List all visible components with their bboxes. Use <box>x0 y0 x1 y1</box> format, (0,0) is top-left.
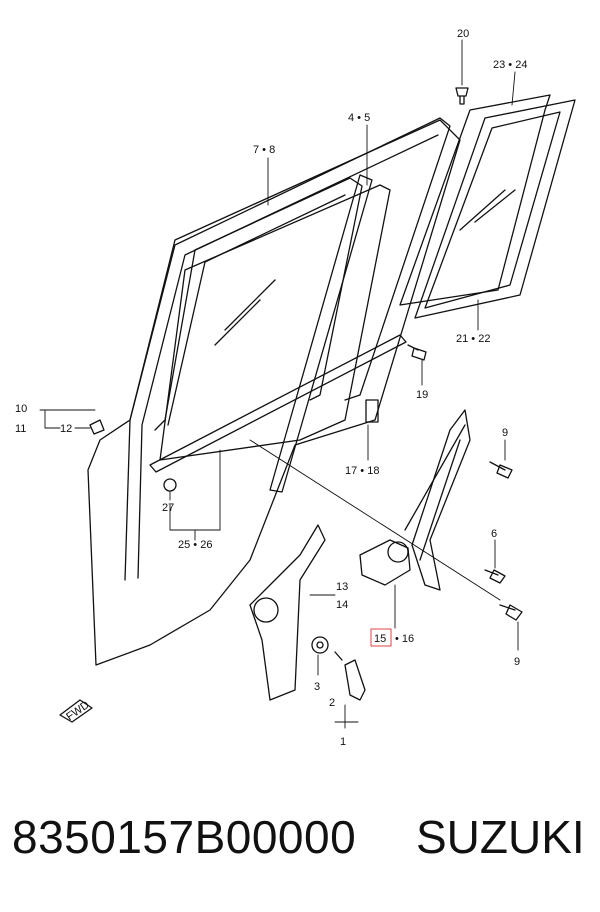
exploded-parts-diagram: 20 23 • 24 4 • 5 7 • 8 21 • 22 19 10 11 … <box>15 28 576 748</box>
bolt-9a <box>489 461 513 479</box>
label-16: • 16 <box>395 633 414 645</box>
bolt-20 <box>455 87 469 105</box>
label-13: 13 <box>336 581 348 593</box>
washer-3 <box>311 636 329 654</box>
manual-regulator <box>249 524 326 701</box>
regulator-arm <box>404 424 466 531</box>
label-9-top: 9 <box>502 427 508 439</box>
clip-27 <box>163 478 177 492</box>
fwd-arrow-shape <box>59 699 93 723</box>
bolt-9b <box>499 604 523 621</box>
label-3: 3 <box>314 681 320 693</box>
highlight-box-15 <box>370 628 392 647</box>
regulator-motor <box>359 539 411 586</box>
bolt-19 <box>407 344 427 361</box>
label-11: 11 <box>15 423 26 435</box>
divider-bracket <box>365 399 379 423</box>
label-12: 12 <box>60 423 72 435</box>
washer-3-inner <box>316 641 324 649</box>
door-glass <box>159 184 391 461</box>
quarter-reflection-1 <box>459 189 506 231</box>
footer: 8350157B00000 SUZUKI <box>0 800 600 890</box>
belt-weatherstrip <box>149 334 407 473</box>
brand-name: SUZUKI <box>416 811 585 863</box>
label-7-8: 7 • 8 <box>253 144 275 156</box>
label-17-18: 17 • 18 <box>345 465 379 477</box>
door-sash-outer <box>124 117 451 581</box>
label-4-5: 4 • 5 <box>348 112 370 124</box>
label-6: 6 <box>491 528 497 540</box>
regulator-arm-2 <box>419 439 461 561</box>
motor-gear <box>387 541 409 563</box>
label-27: 27 <box>162 502 174 514</box>
label-9-bottom: 9 <box>514 656 520 668</box>
label-25-26: 25 • 26 <box>178 539 212 551</box>
label-20: 20 <box>457 28 469 40</box>
label-21-22: 21 • 22 <box>456 333 490 345</box>
label-14: 14 <box>336 599 348 611</box>
bolt-6 <box>484 569 506 584</box>
part-number: 8350157B00000 <box>12 811 357 863</box>
glass-reflection-2 <box>214 299 261 346</box>
fwd-arrow-label: FWD <box>64 699 91 723</box>
quarter-glass <box>414 99 576 319</box>
label-10: 10 <box>15 403 27 415</box>
clip-12 <box>89 419 105 435</box>
window-handle <box>344 659 366 701</box>
manual-regulator-gear <box>253 597 279 623</box>
quarter-glass-inner <box>424 111 561 309</box>
door-sash-inner <box>137 134 439 579</box>
glass-reflection-1 <box>224 279 276 331</box>
label-15: 15 <box>374 633 386 645</box>
quarter-reflection-2 <box>474 189 516 223</box>
door-body-outline <box>87 119 461 666</box>
label-1: 1 <box>340 736 346 748</box>
window-regulator-rails <box>411 409 471 591</box>
handle-clip <box>334 651 343 661</box>
label-23-24: 23 • 24 <box>493 59 527 71</box>
label-19: 19 <box>416 389 428 401</box>
window-run-channel <box>154 177 363 431</box>
divider-channel <box>269 174 373 493</box>
label-2: 2 <box>329 697 335 709</box>
window-run-channel-inner <box>167 194 346 426</box>
